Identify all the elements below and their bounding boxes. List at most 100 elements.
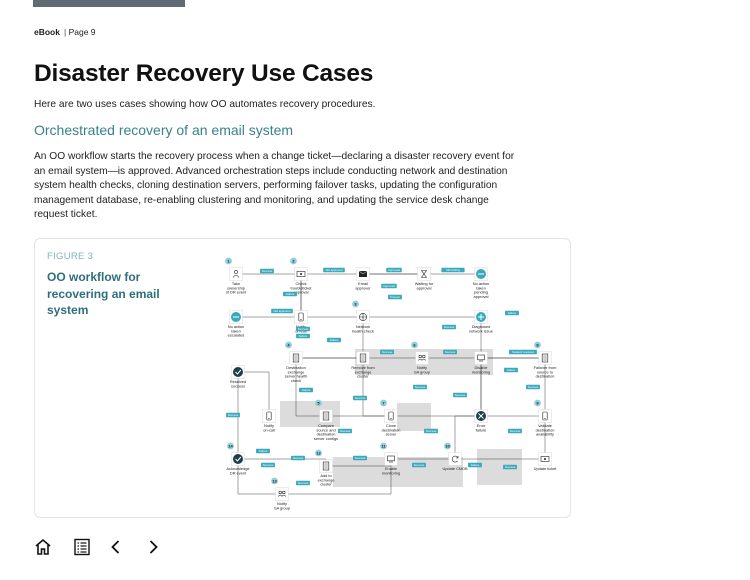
step-label: DR event [230,470,247,475]
step-label: exchange [318,477,335,482]
monitor-icon [477,354,485,362]
step-number-circle [380,399,387,407]
step-label: server [386,432,398,437]
previous-page-button[interactable] [105,536,127,558]
step-number-circle [285,341,292,349]
step-label: Waiting for [415,281,434,286]
outcome-badge-text: Success [263,463,274,467]
outcome-badge-text: Success [455,393,466,397]
figure-card: FIGURE 3 OO workflow for recovering an e… [34,238,571,518]
step-label: No action [228,324,244,329]
step-label: Error [477,423,486,428]
outcome-badge: Success [503,464,517,470]
step-label: pending [474,290,488,295]
outcome-badge-text: Success [445,350,456,354]
step-label: Take [232,281,240,286]
step-label: Update CMDB [442,466,467,471]
outcome-badge: Success [443,349,457,355]
step-label: destination [382,427,401,432]
outcome-badge-text: Failure [302,388,311,392]
step-label: No action [473,281,489,286]
home-icon [35,538,51,555]
home-button[interactable] [32,536,54,558]
outcome-badge: Success [380,349,394,355]
flow-connector [237,459,283,495]
step-label: Enable [385,466,397,471]
server-icon [322,461,330,471]
step-label: taken [476,285,486,290]
outcome-badge: Not approved [271,308,293,314]
step-number-circle [315,399,322,407]
step-number-circle [225,257,232,265]
server-icon [541,353,549,363]
outcome-badge-text: Success [340,429,351,433]
contents-button[interactable] [71,536,93,558]
chevron-left-icon [111,540,120,554]
outcome-badge: Success [508,428,522,434]
step-label: Diagnosed [472,324,491,329]
step-label: troubleticket [291,285,313,290]
outcome-badge: Success [296,480,310,486]
step-label: Disable [475,365,488,370]
flow-connector [362,358,392,417]
step-number: 8 [536,342,539,347]
outcome-badge-text: Still waiting [446,268,460,272]
step-label: Acknowledge [226,466,249,471]
hourglass-icon [420,270,428,278]
step-label: Network [356,324,370,329]
outcome-badge: Success [413,384,427,390]
step-number-circle [352,300,359,308]
step-label: source to [537,369,553,374]
next-page-button[interactable] [142,536,164,558]
outcome-badge: Success [442,324,456,330]
step-label: health check [352,328,374,333]
step-label: monitoring [472,369,490,374]
step-label: approver [355,285,371,290]
step-label: Email [358,281,368,286]
outcome-badge: Failure [296,333,310,339]
step-label: exchange [288,369,305,374]
outcome-badge: Success [353,395,367,401]
step-label: Check [295,281,306,286]
step-label: destination [536,374,555,379]
step-number: 6 [413,342,416,347]
figure-label: FIGURE 3 [47,251,94,262]
outcome-badge-text: Failure [507,368,516,372]
outcome-badge: Failure [505,310,519,316]
server-icon [359,353,367,363]
step-number-circle [290,257,297,265]
outcome-badge: Timeout [388,294,402,300]
mail-icon [358,270,368,277]
step-label: failure [476,427,487,432]
monitor-icon [387,455,395,463]
step-label: approval [474,294,489,299]
outcome-badge-text: Success [382,350,393,354]
step-label: of DR event [226,290,247,295]
outcome-badge-text: Failure [508,311,517,315]
outcome-badge-text: Failure [286,292,295,296]
step-label: Add to [320,473,331,478]
step-label: Notify [264,423,274,428]
step-label: destination [536,427,555,432]
step-number: 12 [316,450,321,455]
figure-title: OO workflow for recovering an email syst… [47,270,160,317]
step-number-circle [534,341,541,349]
outcome-badge-text: Success [505,465,516,469]
outcome-badge: Success [261,462,275,468]
x-circle-icon [476,411,486,421]
page-number: Page 9 [68,27,96,37]
step-label: approval [294,290,309,295]
